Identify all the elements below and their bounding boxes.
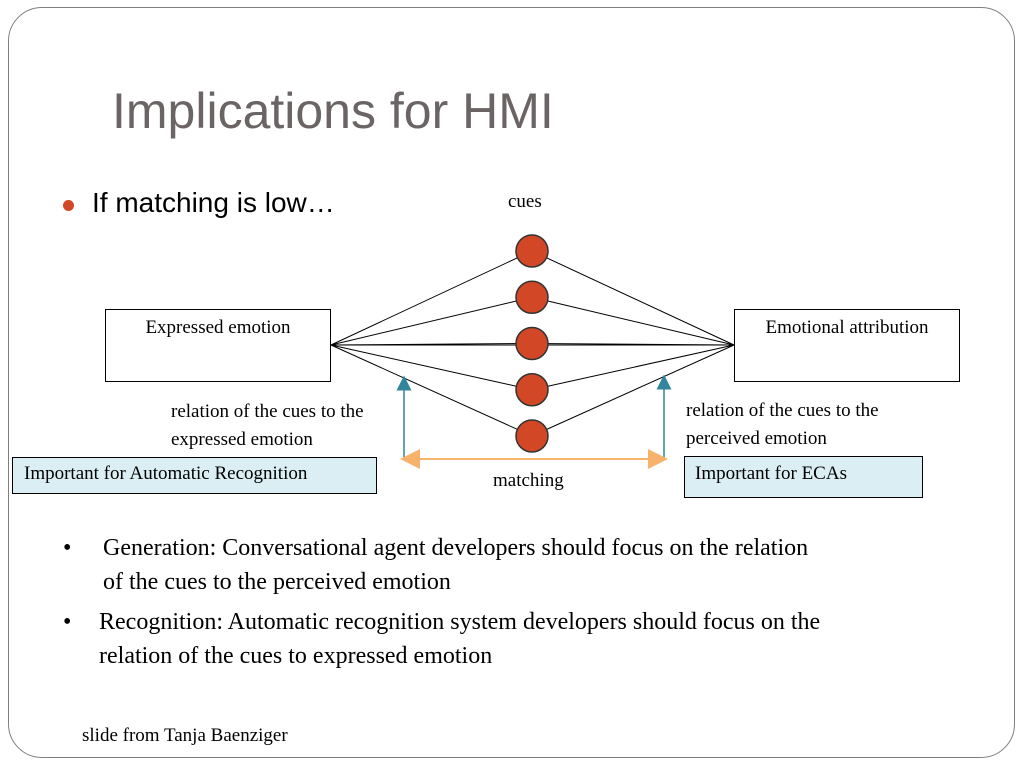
cue-node (515, 419, 549, 453)
automatic-recognition-note: Important for Automatic Recognition (12, 457, 377, 494)
cue-line-left (330, 250, 533, 346)
cue-line-right (531, 344, 735, 391)
cue-node (515, 373, 549, 407)
cue-node (515, 234, 549, 268)
left-relation-line-2: expressed emotion (171, 429, 313, 450)
cue-line-right (531, 344, 735, 437)
point-recognition: • Recognition: Automatic recognition sys… (63, 605, 963, 675)
point-line: Generation: Conversational agent develop… (103, 535, 809, 561)
point-generation: • Generation: Conversational agent devel… (63, 531, 963, 601)
emotional-attribution-box: Emotional attribution (734, 309, 960, 382)
cue-line-right (531, 250, 735, 346)
right-relation-line-2: perceived emotion (686, 428, 827, 449)
bullet-text: If matching is low… (92, 187, 335, 218)
matching-label: matching (493, 470, 564, 491)
slide-title: Implications for HMI (112, 83, 554, 139)
bullet-icon (63, 200, 74, 211)
point-line: relation of the cues to expressed emotio… (99, 643, 493, 669)
cue-line-left (330, 344, 533, 391)
cue-line-left (330, 296, 533, 346)
slide-credit: slide from Tanja Baenziger (82, 725, 288, 746)
cue-line-right (531, 296, 735, 346)
ecas-note: Important for ECAs (684, 456, 923, 498)
right-relation-label: relation of the cues to the perceived em… (686, 397, 879, 453)
left-relation-line-1: relation of the cues to the (171, 401, 364, 422)
point-line: of the cues to the perceived emotion (103, 569, 451, 595)
left-relation-label: relation of the cues to the expressed em… (171, 398, 364, 454)
cue-node (515, 326, 549, 361)
right-relation-line-1: relation of the cues to the (686, 400, 879, 421)
slide-frame (8, 7, 1015, 758)
cues-label: cues (508, 191, 542, 212)
cue-node (515, 280, 549, 314)
point-line: Recognition: Automatic recognition syste… (99, 609, 821, 635)
cue-line-left (330, 344, 533, 437)
point-bullet: • (63, 609, 72, 635)
expressed-emotion-box: Expressed emotion (105, 309, 331, 382)
point-bullet: • (63, 535, 72, 561)
